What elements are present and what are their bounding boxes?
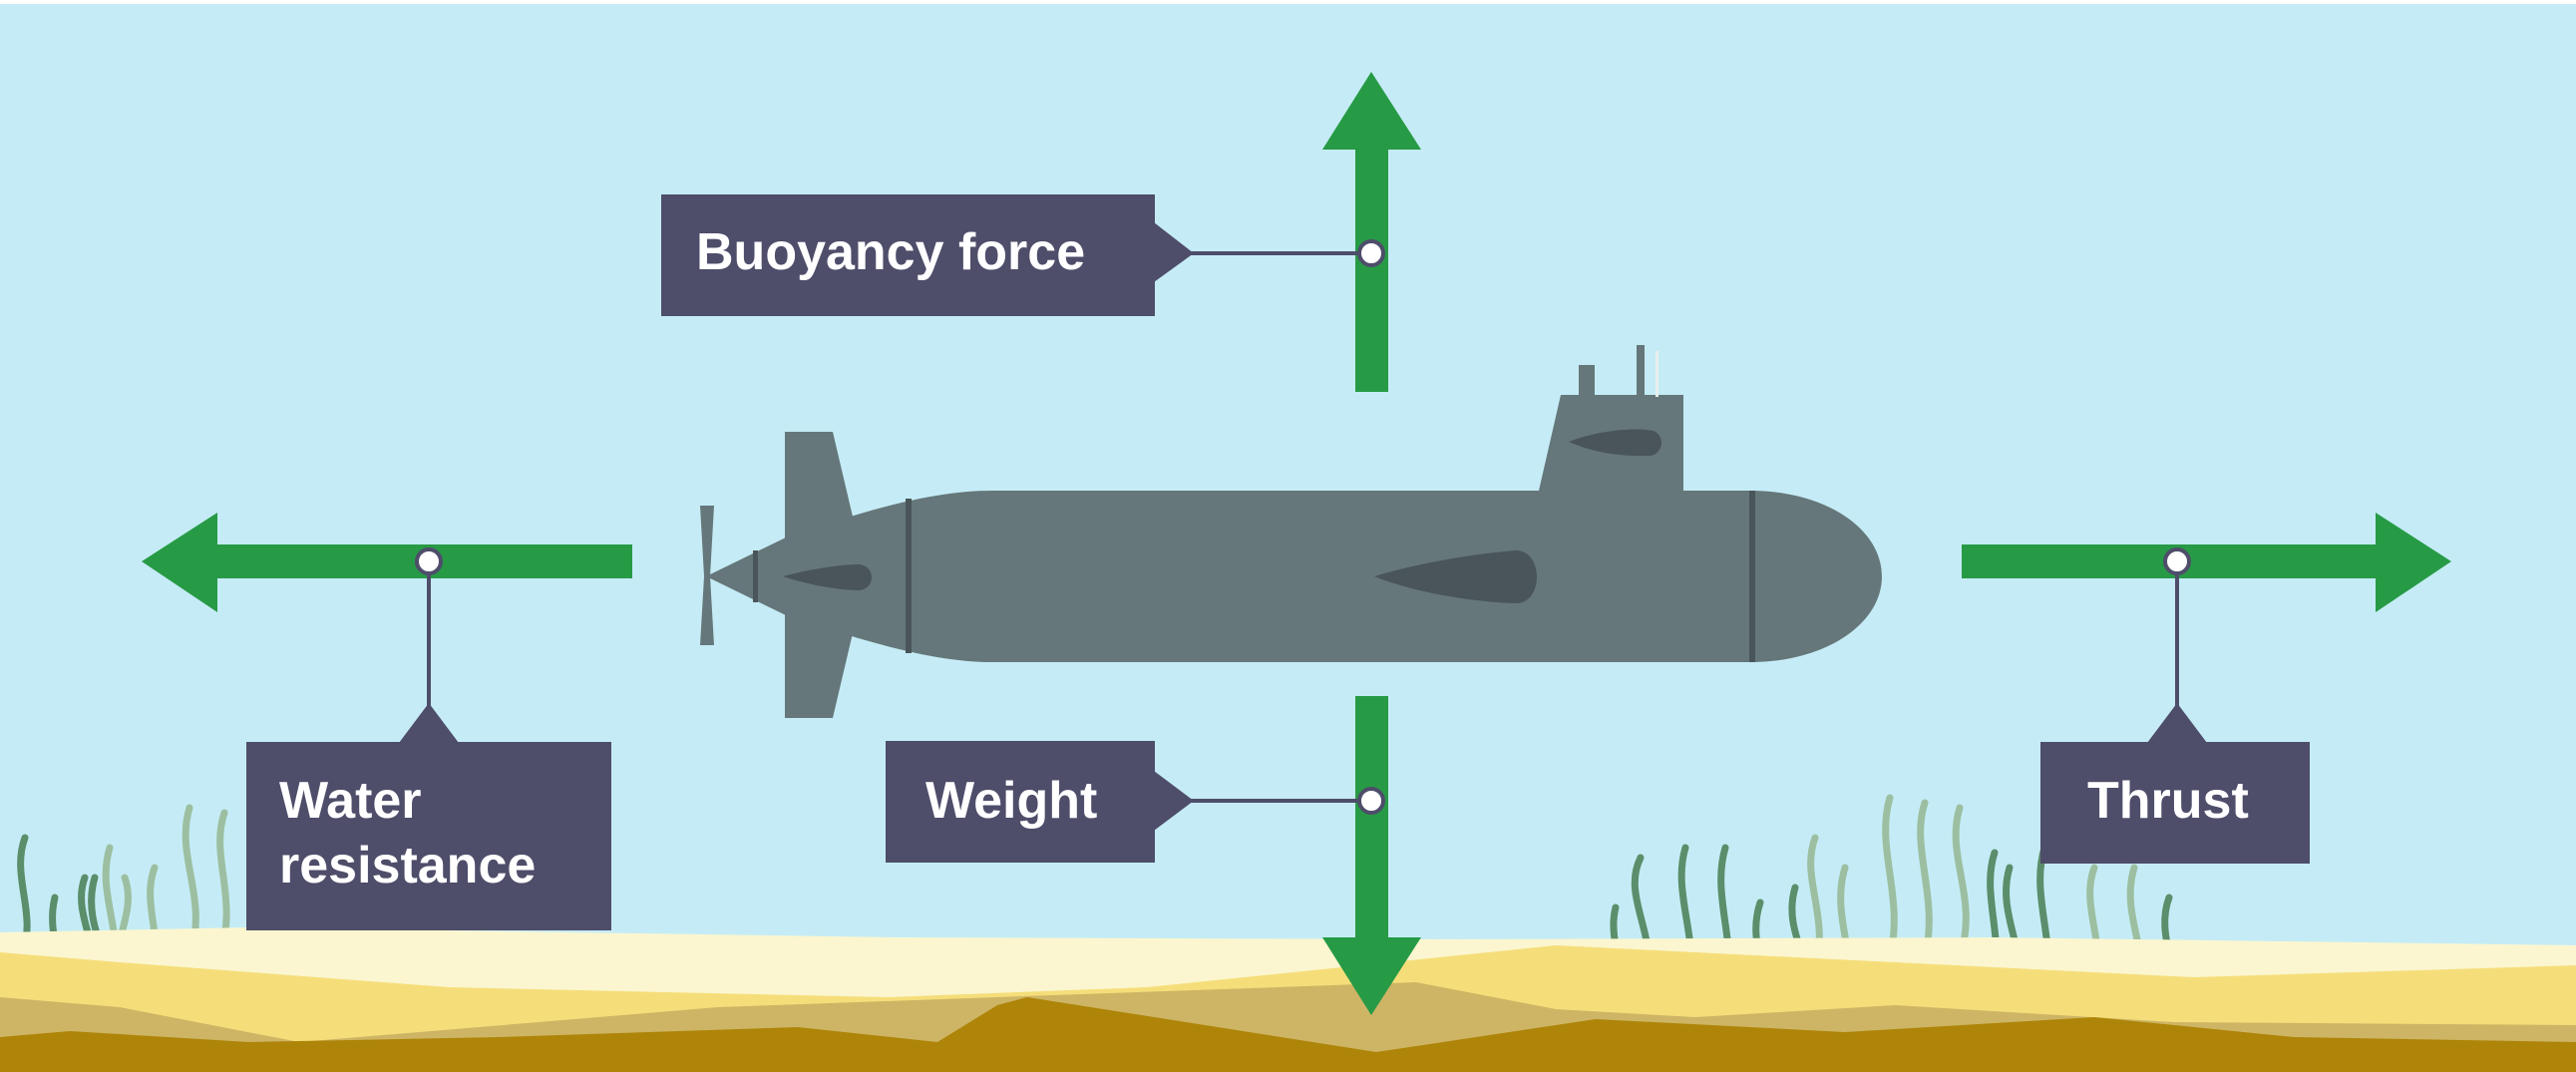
buoyancy-arrow bbox=[1322, 72, 1421, 392]
hull-seam-rear bbox=[906, 499, 912, 653]
weight-label-text: Weight bbox=[925, 772, 1097, 830]
submarine bbox=[700, 345, 1882, 718]
water-resistance-label-line1: Water bbox=[279, 772, 422, 830]
antenna-thin bbox=[1656, 351, 1658, 397]
thrust-label-text: Thrust bbox=[2087, 772, 2249, 830]
antenna-mast bbox=[1637, 345, 1645, 397]
seabed bbox=[0, 927, 2576, 1072]
top-border bbox=[0, 0, 2576, 4]
submarine-top-fin bbox=[785, 432, 853, 538]
water-resistance-label: Water resistance bbox=[246, 703, 611, 930]
water-resistance-dot bbox=[415, 547, 443, 575]
hull-window-rear bbox=[783, 564, 872, 590]
weight-arrow bbox=[1322, 696, 1421, 1015]
leader-lines bbox=[427, 251, 2179, 803]
propeller-icon bbox=[700, 506, 714, 645]
tail-seam bbox=[753, 550, 758, 602]
hull-seam-front bbox=[1749, 491, 1755, 662]
weight-dot bbox=[1357, 787, 1385, 815]
tower-window bbox=[1569, 429, 1661, 457]
thrust-label: Thrust bbox=[2040, 703, 2310, 864]
buoyancy-dot bbox=[1357, 239, 1385, 267]
submarine-hull bbox=[788, 491, 1882, 662]
water-resistance-label-line2: resistance bbox=[279, 837, 536, 894]
thrust-dot bbox=[2163, 547, 2191, 575]
submarine-tail-cone bbox=[706, 536, 788, 616]
connection-dots bbox=[415, 239, 2191, 815]
periscope-mast bbox=[1579, 365, 1595, 397]
buoyancy-label: Buoyancy force bbox=[661, 194, 1194, 316]
hull-window-front bbox=[1374, 550, 1537, 603]
submarine-bottom-fin bbox=[785, 613, 853, 718]
weight-label: Weight bbox=[886, 741, 1194, 863]
buoyancy-label-text: Buoyancy force bbox=[696, 223, 1085, 281]
